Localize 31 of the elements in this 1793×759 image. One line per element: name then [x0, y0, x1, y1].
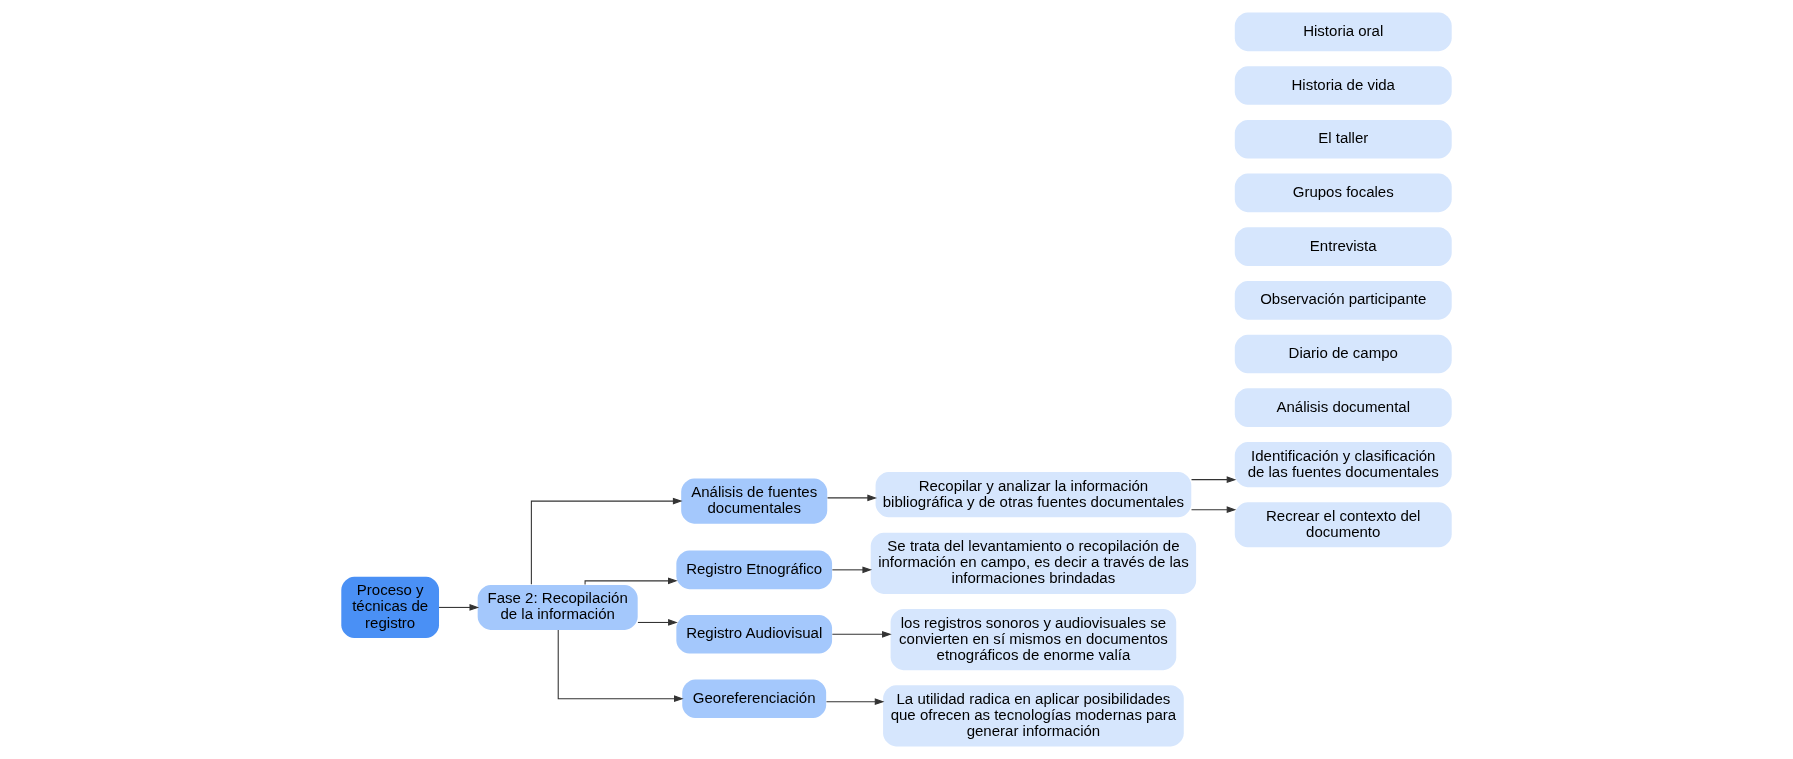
node-box: Historia de vida: [1234, 66, 1452, 105]
node-box: El taller: [1234, 119, 1452, 159]
node-box: Análisis de fuentes documentales: [681, 478, 828, 524]
node-box: Diario de campo: [1234, 334, 1452, 374]
node-box: Historia oral: [1234, 12, 1452, 52]
node-box: Proceso y técnicas de registro: [341, 576, 439, 639]
node-box: Entrevista: [1234, 227, 1452, 266]
node-box: Observación participante: [1234, 280, 1452, 320]
node-box: Se trata del levantamiento o recopilación de información en campo, es decir a través de las informaciones brindadas: [870, 532, 1197, 594]
node-box: Recopilar y analizar la información bibliográfica y de otras fuentes documentales: [875, 472, 1192, 518]
node-box: Registro Etnográfico: [676, 550, 833, 590]
node-box: Identificación y clasificación de las fuentes documentales: [1234, 442, 1452, 488]
node-box: los registros sonoros y audiovisuales se convierten en sí mismos en documentos etnográficos de enorme valía: [890, 609, 1177, 671]
arrow: [557, 629, 684, 703]
arrow: [438, 604, 480, 611]
arrow: [1190, 506, 1237, 514]
arrow: [825, 698, 885, 706]
arrow: [1190, 476, 1237, 484]
node-box: Georeferenciación: [682, 679, 827, 719]
arrow: [831, 630, 892, 638]
arrow: [530, 497, 683, 585]
node-box: Fase 2: Recopilación de la información: [477, 584, 638, 630]
node-box: Recrear el contexto del documento: [1234, 502, 1452, 548]
arrow: [831, 566, 873, 574]
arrow: [637, 619, 678, 626]
arrow: [584, 577, 678, 586]
node-box: Registro Audiovisual: [676, 614, 833, 654]
node-box: Análisis documental: [1234, 388, 1452, 427]
node-box: La utilidad radica en aplicar posibilidades que ofrecen as tecnologías modernas para generar información: [883, 685, 1184, 747]
node-box: Grupos focales: [1234, 173, 1452, 213]
arrow: [827, 494, 878, 502]
